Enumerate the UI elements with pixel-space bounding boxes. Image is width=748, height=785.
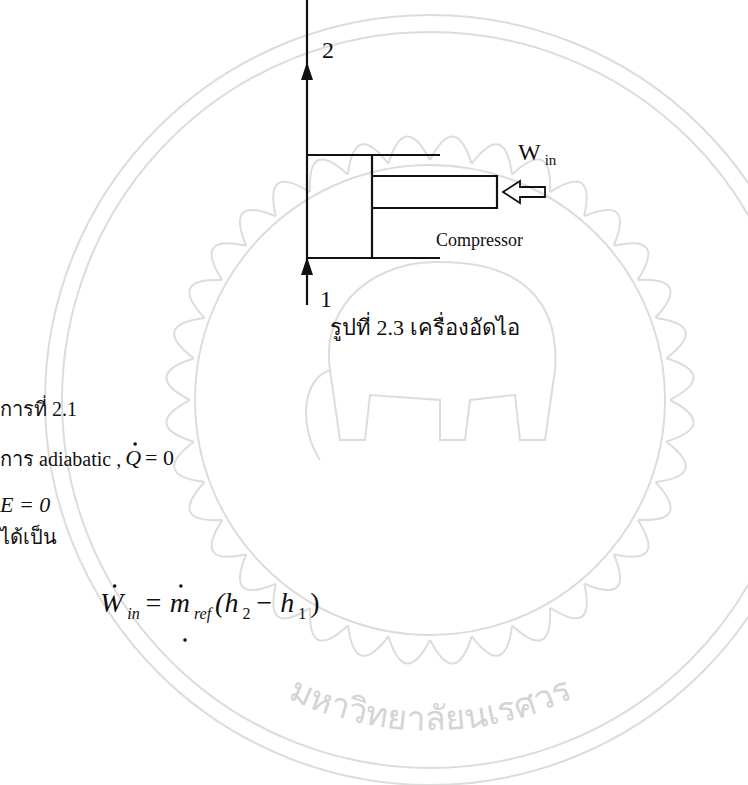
seal-petal	[656, 318, 686, 358]
seal-petal	[348, 144, 388, 174]
seal-elephant	[306, 262, 555, 460]
seal-petal	[472, 626, 512, 656]
equation-part: )	[310, 589, 319, 617]
point-number: 2	[322, 38, 334, 62]
watermark-seal	[45, 15, 748, 785]
seal-petal	[310, 159, 348, 192]
note-text: = 0	[145, 447, 174, 469]
equation-part: − h	[254, 589, 294, 617]
seal-petal	[638, 280, 671, 318]
note-text: E = 0	[0, 494, 50, 516]
note-text: การ adiabatic ,	[0, 449, 121, 469]
seal-petal	[638, 482, 671, 520]
component-name: Compressor	[436, 231, 523, 249]
seal-petal	[174, 442, 204, 482]
cylinder-wall	[307, 257, 440, 259]
piston	[371, 155, 373, 258]
derivative-dot	[113, 584, 117, 588]
point-number: 1	[320, 287, 332, 311]
compressor-lines	[307, 0, 545, 305]
cylinder-wall	[307, 154, 440, 156]
seal-ring	[45, 15, 748, 785]
seal-petal	[189, 280, 222, 318]
seal-petal	[430, 136, 472, 163]
work-arrow	[503, 181, 545, 203]
seal-petal	[388, 636, 430, 663]
seal-petal	[614, 520, 649, 557]
derivative-dot	[183, 638, 187, 642]
seal-petal	[388, 136, 430, 163]
piston-rod	[372, 176, 497, 208]
seal-petal	[212, 520, 247, 557]
seal-petal	[166, 400, 193, 442]
seal-petal	[550, 584, 587, 619]
seal-petal	[584, 210, 620, 246]
subscript: 2	[242, 606, 250, 622]
subscript: 1	[298, 606, 306, 622]
derivative-dot	[133, 442, 137, 446]
seal-ring	[62, 32, 748, 768]
figure-caption: รูปที่ 2.3 เครื่องอัดไอ	[330, 317, 520, 339]
equation-part: = m	[144, 589, 190, 617]
seal-petal	[240, 554, 276, 590]
seal-petal	[656, 442, 686, 482]
seal-petal	[189, 482, 222, 520]
seal-petal	[584, 554, 620, 590]
seal-petal	[472, 144, 512, 174]
equation-part: W	[100, 589, 123, 617]
seal-petal	[212, 243, 247, 280]
seal-petal	[666, 400, 693, 442]
seal-petal	[273, 182, 310, 217]
seal-petal	[512, 608, 550, 641]
seal-petal	[666, 358, 693, 400]
flow-arrowhead	[301, 62, 313, 80]
seal-petal	[240, 210, 276, 246]
seal-petal	[430, 636, 472, 663]
equation-part: (h	[215, 589, 238, 617]
derivative-dot	[179, 584, 183, 588]
work-symbol: W	[518, 140, 541, 164]
seal-petals	[166, 136, 693, 663]
heat-symbol: Q	[125, 447, 141, 469]
subscript: in	[127, 606, 139, 622]
seal-ring	[195, 165, 665, 635]
seal-petal	[614, 243, 649, 280]
seal-petal	[348, 626, 388, 656]
subscript: in	[545, 153, 557, 168]
subscript: ref	[194, 606, 211, 622]
seal-petal	[174, 318, 204, 358]
watermark-text: มหาวิทยาลัยนเรศวร	[284, 669, 577, 739]
flow-arrowhead	[301, 257, 313, 275]
equation-ref: การที่ 2.1	[0, 399, 77, 419]
note-text: ได้เป็น	[0, 527, 57, 547]
seal-petal	[550, 182, 587, 217]
seal-petal	[166, 358, 193, 400]
